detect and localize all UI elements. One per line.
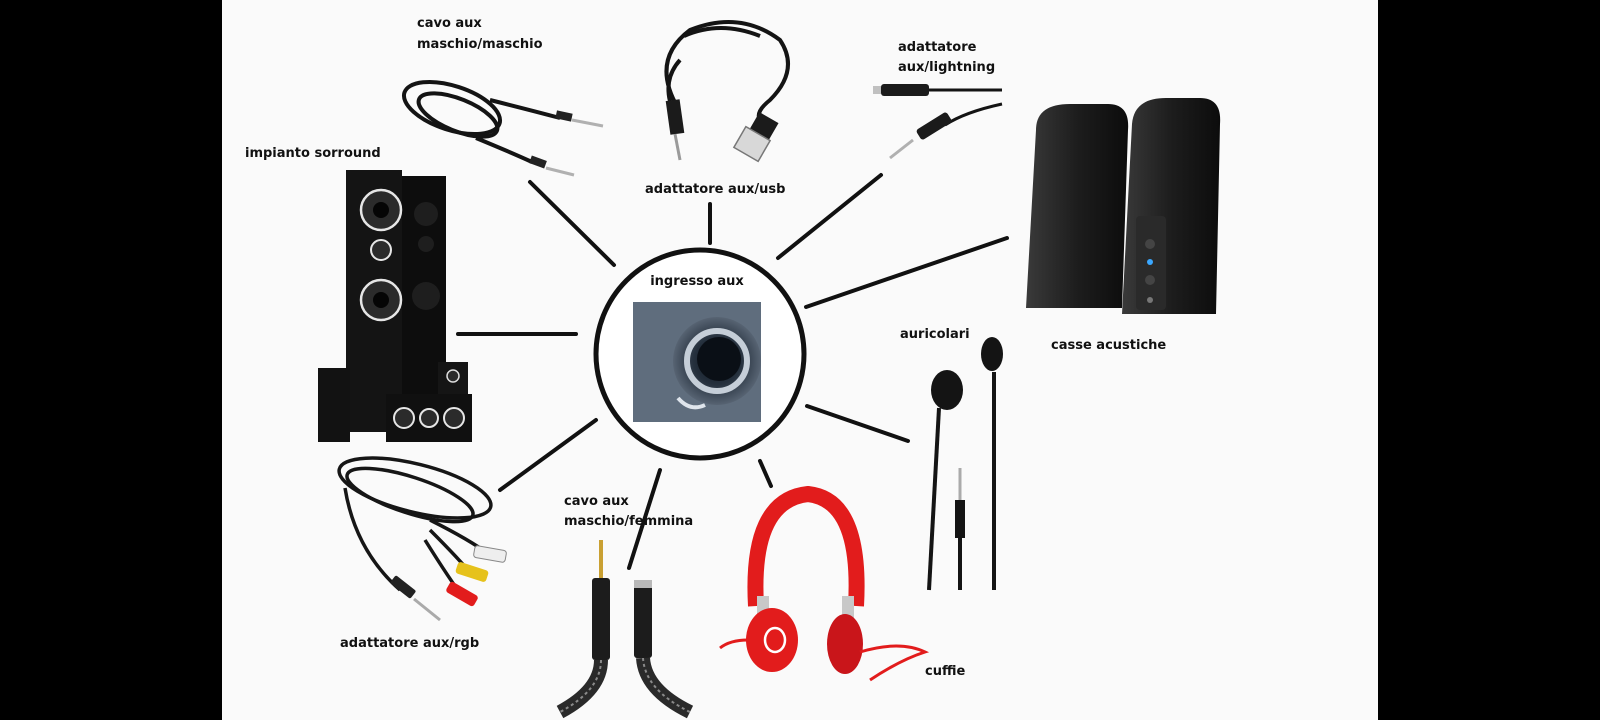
line-casse bbox=[804, 236, 1009, 309]
device-cavo-maschio-femmina: cavo aux maschio/femmina bbox=[556, 494, 694, 719]
line-cuffie bbox=[758, 459, 773, 488]
cavo-mm-label-2: maschio/maschio bbox=[417, 37, 543, 52]
device-cuffie: cuffie bbox=[719, 485, 965, 682]
line-auricolari bbox=[805, 404, 910, 443]
rca-cable-icon bbox=[337, 456, 507, 622]
lightning-label-2: aux/lightning bbox=[898, 60, 995, 75]
right-letterbox bbox=[1378, 0, 1600, 720]
casse-label: casse acustiche bbox=[1051, 338, 1166, 353]
connector-lines bbox=[456, 173, 1009, 570]
line-cavo-mf bbox=[627, 468, 662, 570]
device-casse-acustiche: casse acustiche bbox=[1026, 98, 1221, 353]
auricolari-label: auricolari bbox=[900, 327, 970, 342]
rgb-label: adattatore aux/rgb bbox=[340, 636, 479, 651]
cavo-mf-label-2: maschio/femmina bbox=[564, 514, 693, 529]
device-adattatore-rgb: adattatore aux/rgb bbox=[337, 456, 507, 651]
device-adattatore-usb: adattatore aux/usb bbox=[645, 20, 790, 197]
line-rgb bbox=[498, 418, 598, 492]
line-lightning bbox=[776, 173, 883, 260]
line-cavo-mm bbox=[528, 180, 616, 267]
aux-input-node: ingresso aux bbox=[593, 247, 807, 461]
earphones-icon bbox=[927, 337, 1003, 591]
aux-cable-icon bbox=[401, 79, 561, 164]
surround-speakers-icon bbox=[318, 170, 472, 442]
device-cavo-maschio-maschio: cavo aux maschio/maschio bbox=[401, 16, 604, 177]
extension-cable-icon bbox=[556, 540, 694, 719]
aux-input-label: ingresso aux bbox=[650, 274, 744, 289]
device-adattatore-lightning: adattatore aux/lightning bbox=[873, 40, 1003, 160]
cavo-mf-label-1: cavo aux bbox=[564, 494, 629, 509]
cavo-mm-label-1: cavo aux bbox=[417, 16, 482, 31]
lightning-label-1: adattatore bbox=[898, 40, 977, 55]
cuffie-label: cuffie bbox=[925, 664, 965, 679]
usb-cable-icon bbox=[664, 20, 790, 122]
usb-label: adattatore aux/usb bbox=[645, 182, 785, 197]
lightning-cable-icon bbox=[873, 84, 1003, 160]
left-letterbox bbox=[0, 0, 222, 720]
device-auricolari: auricolari bbox=[900, 327, 1003, 591]
speakers-icon bbox=[1026, 98, 1221, 314]
headphones-icon bbox=[719, 485, 930, 682]
device-impianto-sorround: impianto sorround bbox=[245, 146, 472, 442]
surround-label: impianto sorround bbox=[245, 146, 381, 161]
